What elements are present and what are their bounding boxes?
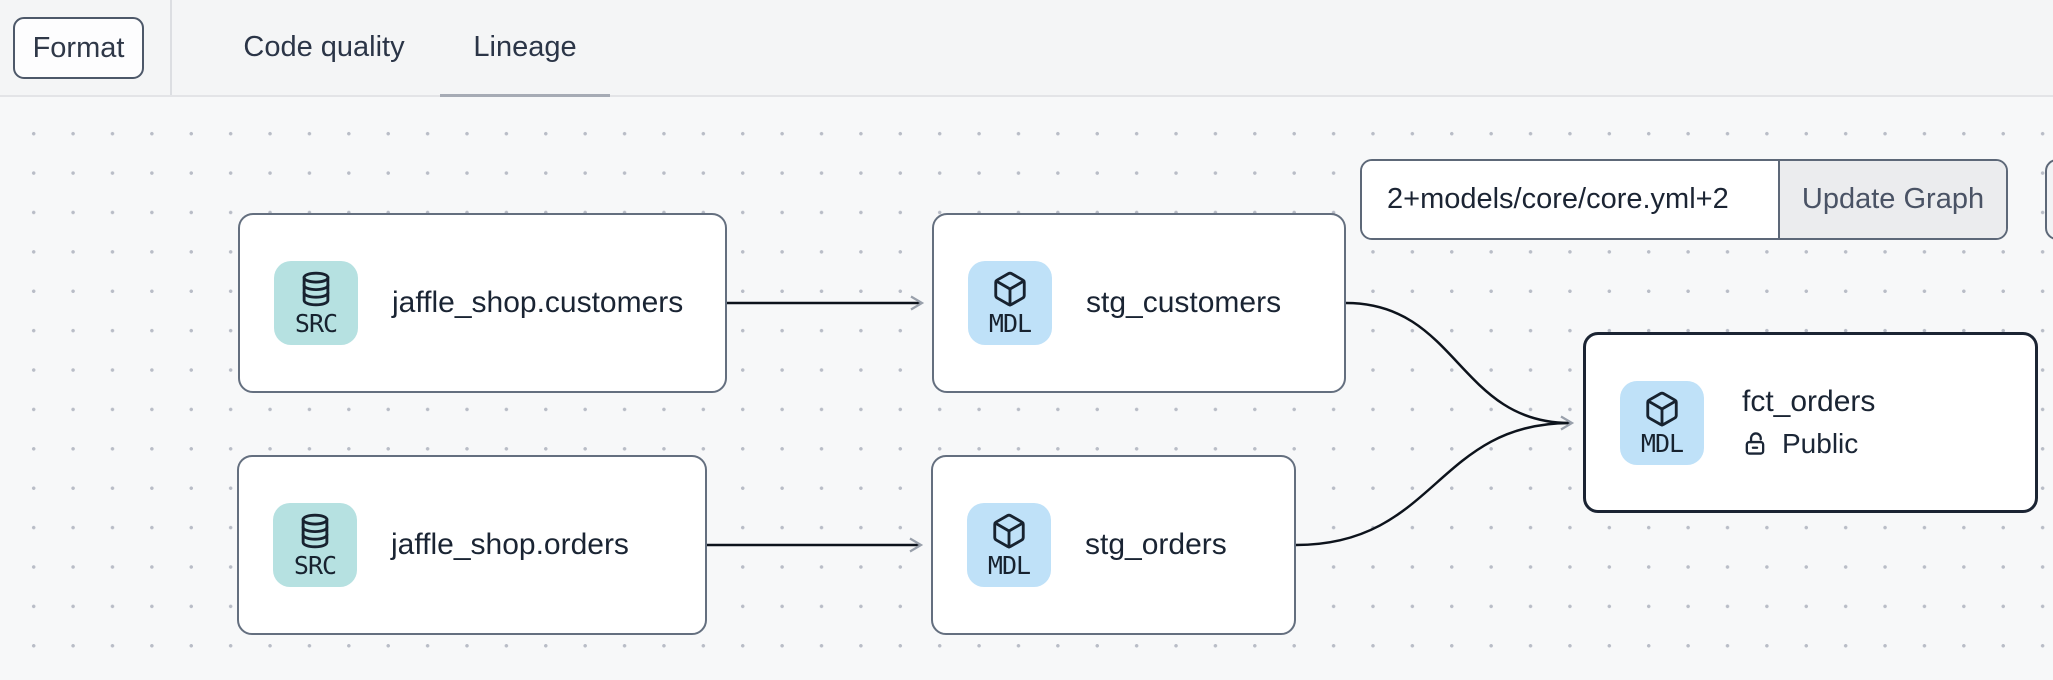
tab-lineage[interactable]: Lineage: [473, 31, 577, 63]
node-label: fct_orders: [1742, 385, 1876, 418]
lineage-edges: [707, 295, 1575, 553]
edge-stgcustomers-fctorders: [1345, 301, 1571, 425]
access-label: Public: [1782, 428, 1859, 459]
model-badge: MDL: [1620, 380, 1704, 465]
arrowhead-icon: [910, 295, 925, 311]
source-badge: SRC: [273, 503, 357, 587]
badge-type-label: MDL: [988, 309, 1032, 338]
badge-type-label: SRC: [294, 309, 338, 338]
node-stg-customers[interactable]: MDL stg_customers: [932, 213, 1346, 393]
access-row: Public: [1742, 428, 1875, 460]
node-fct-orders[interactable]: MDL fct_orders Public: [1583, 332, 2038, 513]
model-badge: MDL: [968, 261, 1052, 345]
lineage-canvas[interactable]: SRC jaffle_shop.customers MDL stg_custom…: [0, 97, 2053, 680]
toolbar-divider: [170, 0, 172, 95]
source-badge: SRC: [274, 261, 358, 345]
node-stg-orders[interactable]: MDL stg_orders: [931, 455, 1296, 635]
model-badge: MDL: [967, 503, 1051, 587]
badge-type-label: SRC: [293, 551, 337, 580]
unlock-icon: [1745, 431, 1765, 455]
cube-icon: [1646, 391, 1678, 426]
update-graph-button[interactable]: Update Graph: [1778, 161, 2006, 238]
badge-type-label: MDL: [1640, 428, 1684, 458]
cube-icon: [994, 271, 1026, 307]
database-icon: [302, 271, 330, 307]
lineage-selector-input[interactable]: 2+models/core/core.yml+2: [1362, 161, 1778, 238]
clipped-control-button[interactable]: [2045, 159, 2053, 240]
node-label: stg_customers: [1086, 286, 1282, 319]
toolbar: Format Code quality Lineage: [0, 0, 2053, 97]
cube-icon: [993, 513, 1025, 549]
arrowhead-icon: [1560, 415, 1575, 431]
node-jaffle-shop-orders[interactable]: SRC jaffle_shop.orders: [237, 455, 707, 635]
node-label: jaffle_shop.customers: [392, 286, 684, 319]
node-jaffle-shop-customers[interactable]: SRC jaffle_shop.customers: [238, 213, 727, 393]
format-button[interactable]: Format: [13, 17, 144, 79]
arrowhead-icon: [909, 537, 924, 553]
edge-stgorders-fctorders: [1295, 421, 1571, 547]
database-icon: [301, 513, 329, 549]
badge-type-label: MDL: [987, 551, 1031, 580]
tab-code-quality[interactable]: Code quality: [243, 31, 405, 63]
node-label: jaffle_shop.orders: [391, 528, 629, 561]
lineage-selector-group: 2+models/core/core.yml+2 Update Graph: [1360, 159, 2008, 240]
node-label: stg_orders: [1085, 528, 1227, 561]
